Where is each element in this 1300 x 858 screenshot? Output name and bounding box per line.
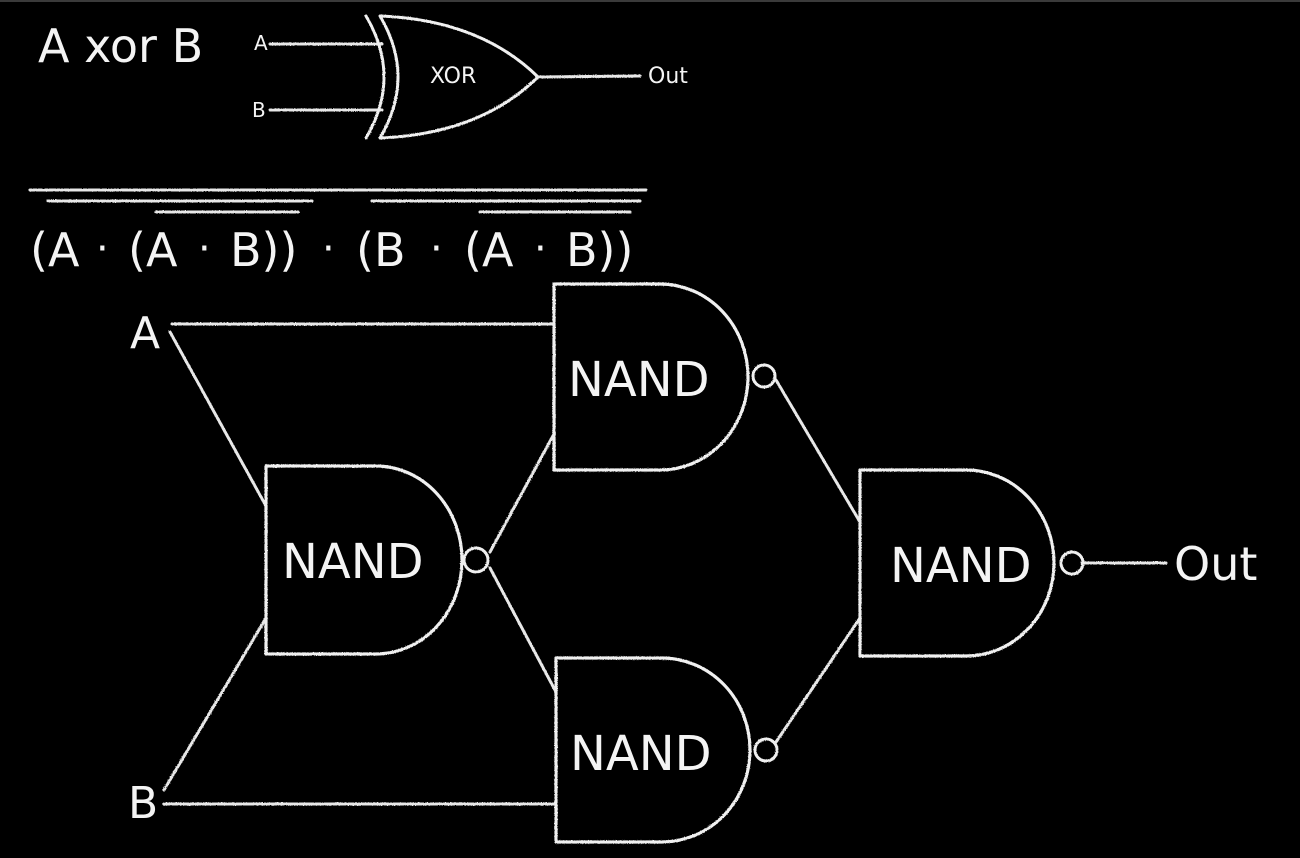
xor-output-label: Out: [648, 64, 688, 89]
nand-bottom-body: [554, 656, 752, 844]
xor-back-curve: [364, 14, 386, 140]
circuit-input-b-label: B: [128, 778, 158, 829]
circuit-output-label: Out: [1174, 537, 1257, 591]
wire-bottom-to-final: [774, 616, 862, 744]
nand-first-label: NAND: [282, 534, 424, 590]
nand-final-label: NAND: [890, 538, 1032, 594]
nand-top-bubble: [751, 363, 777, 389]
circuit-input-a-label: A: [130, 308, 160, 359]
nand-bottom-bubble: [753, 737, 779, 763]
wire-a-to-first-nand: [168, 330, 268, 508]
xor-gate-symbol: [268, 14, 642, 140]
wire-first-to-top-nand: [488, 432, 556, 554]
xor-body: [378, 14, 540, 140]
expr-dot-1: ·: [96, 226, 109, 272]
nand-bottom-label: NAND: [570, 726, 712, 782]
nand-final-bubble: [1059, 550, 1085, 576]
xor-wire-out: [536, 74, 642, 79]
expr-term-5: (A: [464, 223, 514, 277]
expr-term-6: B)): [566, 223, 633, 277]
xor-input-b-label: B: [252, 98, 266, 122]
nand-first-body: [264, 464, 464, 656]
expr-term-3: B)): [230, 223, 297, 277]
expression: (A · (A · B)) · (B · (A · B)): [30, 223, 633, 277]
expr-term-4: (B: [356, 223, 406, 277]
nand-top-body: [552, 282, 750, 472]
expr-dot-3: ·: [322, 226, 335, 272]
xor-input-a-label: A: [254, 31, 268, 55]
nand-circuit: [162, 282, 1168, 844]
xor-gate-label: XOR: [430, 64, 476, 89]
title: A xor B: [38, 19, 203, 73]
wire-b-to-first-nand: [162, 616, 268, 792]
expr-dot-2: ·: [198, 226, 211, 272]
wire-first-to-bottom-nand: [488, 566, 558, 694]
expr-term-2: (A: [128, 223, 178, 277]
nand-first-bubble: [462, 546, 490, 574]
expression-overbars: [28, 188, 648, 214]
nand-final-body: [858, 468, 1056, 658]
expr-term-1: (A: [30, 223, 80, 277]
wire-top-to-final: [774, 378, 862, 524]
nand-top-label: NAND: [568, 352, 710, 408]
expr-dot-5: ·: [534, 226, 547, 272]
expr-dot-4: ·: [430, 226, 443, 272]
